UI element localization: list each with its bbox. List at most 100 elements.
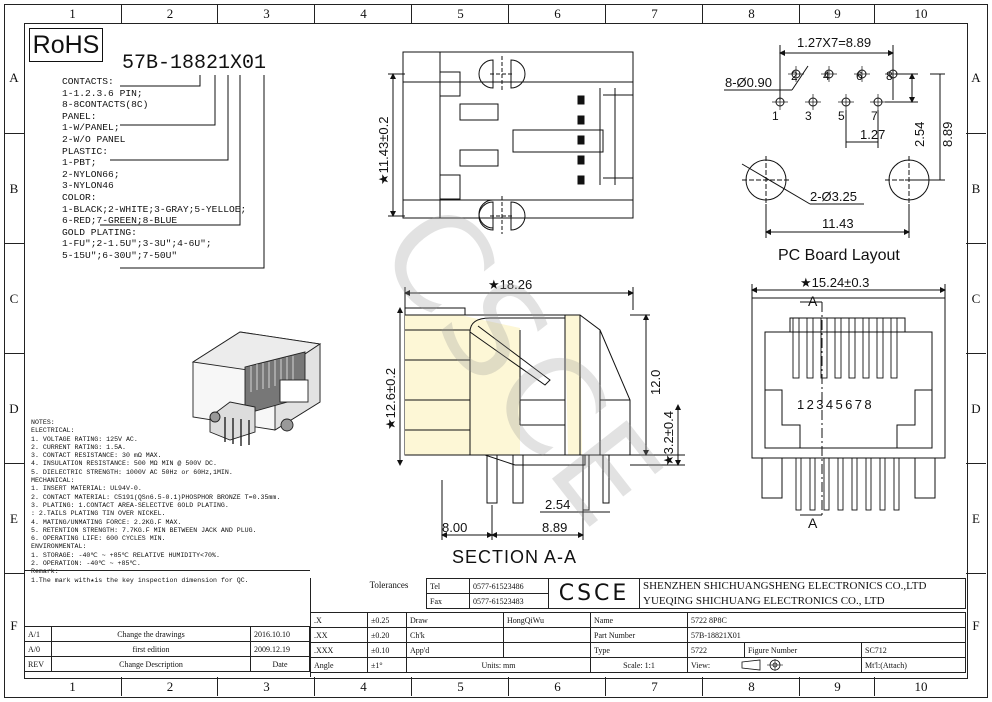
pcb-hole8-dim: 8-Ø0.90	[725, 75, 772, 90]
title-block: Tolerances	[24, 573, 966, 677]
pcb-layout-title: PC Board Layout	[778, 247, 900, 264]
zone-col: 2	[121, 4, 218, 23]
top-view-height-dim: ★11.43±0.2	[376, 117, 391, 185]
note-line: 5. DIELECTRIC STRENGTH: 1000V AC 50Hz or…	[31, 468, 233, 476]
view-label: View:	[691, 660, 711, 670]
top-view	[388, 51, 634, 234]
spec-line: 1-1.2.3.6 PIN;	[62, 87, 143, 99]
rev-id: A/1	[24, 626, 52, 642]
front-section-mark-bottom: A	[808, 515, 818, 531]
spec-line: 1-PBT;	[62, 157, 97, 169]
spec-line: PANEL:	[62, 110, 97, 122]
approved-label: App'd	[406, 642, 504, 658]
part-code-title: 57B-18821X01	[122, 52, 267, 75]
front-width-dim: ★15.24±0.3	[800, 275, 869, 290]
tol-xx: .XX	[310, 627, 368, 643]
fax-value: 0577-61523483	[469, 593, 549, 609]
ordering-code-spec: CONTACTS: 1-1.2.3.6 PIN; 8-8CONTACTS(8C)…	[62, 76, 246, 262]
title-block-lower: .X ±0.25 Draw HongQiWu Name 5722 8P8C .X…	[310, 612, 966, 673]
rev-header: REV	[24, 656, 52, 672]
note-line: 1. VOLTAGE RATING: 125V AC.	[31, 435, 138, 443]
section-800-dim: 8.00	[442, 520, 467, 535]
rev-header: Change Description	[51, 656, 251, 672]
zone-row: E	[4, 463, 24, 574]
zone-col: 10	[874, 677, 967, 696]
zone-row: F	[966, 573, 986, 678]
zone-col: 8	[702, 4, 800, 23]
section-view	[397, 287, 685, 540]
spec-line: 6-RED;7-GREEN;8-BLUE	[62, 215, 178, 227]
type-value: 5722	[687, 642, 745, 658]
pcb-889-dim: 8.89	[940, 122, 955, 147]
spec-line: 5-15U";6-30U";7-50U"	[62, 249, 178, 261]
projection-symbol-icon	[741, 659, 783, 671]
front-view	[751, 284, 946, 516]
spec-line: CONTACTS:	[62, 76, 114, 87]
note-line: 3. PLATING: 1.CONTACT AREA-SELECTIVE GOL…	[31, 501, 229, 509]
revision-table: A/1 Change the drawings 2016.10.10 A/0 f…	[24, 626, 310, 672]
spec-line: 2-NYLON66;	[62, 168, 120, 180]
note-line: MECHANICAL:	[31, 477, 75, 485]
tol-xxx-val: ±0.10	[367, 642, 407, 658]
name-value: 5722 8P8C	[687, 612, 966, 628]
note-line: 5. RETENTION STRENGTH: 7.7KG.F MIN BETWE…	[31, 526, 257, 534]
spec-line: 1-BLACK;2-WHITE;3-GRAY;5-YELLOE;	[62, 203, 247, 215]
figure-number-value: SC712	[861, 642, 966, 658]
section-254-dim: 2.54	[545, 497, 570, 512]
zone-rows-right: A B C D E F	[966, 23, 986, 677]
tolerances-label: Tolerances	[369, 580, 409, 590]
section-height-dim: ★12.6±0.2	[383, 368, 398, 430]
section-width-dim: ★18.26	[488, 277, 532, 292]
scale: Scale: 1:1	[590, 657, 688, 673]
zone-row: B	[966, 133, 986, 244]
spec-line: COLOR:	[62, 191, 97, 203]
pcb-hole2-dim: 2-Ø3.25	[810, 189, 857, 204]
inner-frame	[24, 23, 968, 679]
rev-id: A/0	[24, 641, 52, 657]
note-line: 4. MATING/UNMATING FORCE: 2.2KG.F MAX.	[31, 518, 182, 526]
pcb-layout	[724, 45, 945, 238]
zone-row: D	[4, 353, 24, 464]
note-line: 2. CURRENT RATING: 1.5A.	[31, 443, 126, 451]
rev-header: Date	[250, 656, 310, 672]
zone-row: E	[966, 463, 986, 574]
pcb-pitch-dim: 1.27X7=8.89	[797, 35, 871, 50]
zone-col: 7	[605, 4, 703, 23]
tol-angle: Angle	[310, 657, 368, 673]
zone-row: C	[966, 243, 986, 354]
zone-rows-left: A B C D E F	[4, 23, 24, 677]
rev-date: 2009.12.19	[250, 641, 310, 657]
pcb-pin-label: 6	[856, 69, 863, 83]
pcb-pin-label: 2	[791, 69, 798, 83]
company-logo: CSCE	[548, 578, 640, 609]
zone-col: 3	[217, 677, 315, 696]
zone-col: 2	[121, 677, 218, 696]
zone-col: 3	[217, 4, 315, 23]
rev-desc: Change the drawings	[51, 626, 251, 642]
notes-divider	[24, 570, 310, 571]
spec-line: 1-FU";2-1.5U";3-3U";4-6U";	[62, 238, 212, 250]
tol-x: .X	[310, 612, 368, 628]
section-32-dim: ★3.2±0.4	[661, 411, 676, 466]
zone-col: 7	[605, 677, 703, 696]
note-line: 1.The mark with★is the key inspection di…	[31, 576, 249, 584]
zone-col: 4	[314, 677, 412, 696]
zone-row: D	[966, 353, 986, 464]
tol-xx-val: ±0.20	[367, 627, 407, 643]
note-line: 6. OPERATING LIFE: 600 CYCLES MIN.	[31, 535, 166, 543]
rev-desc: first edition	[51, 641, 251, 657]
zone-col: 1	[69, 678, 76, 694]
drawing-frame	[4, 4, 988, 698]
technical-notes: NOTES: ELECTRICAL: 1. VOLTAGE RATING: 12…	[31, 419, 280, 585]
front-pin-numbers: 12345678	[797, 397, 874, 412]
note-line: 1. INSERT MATERIAL: UL94V-0.	[31, 485, 142, 493]
title-block-upper: Tel 0577-61523486 CSCE SHENZHEN SHICHUAN…	[310, 578, 966, 609]
zone-col: 4	[314, 4, 412, 23]
section-12-dim: 12.0	[648, 370, 663, 395]
material: Mt'l:(Attach)	[861, 657, 966, 673]
note-line: 1. STORAGE: -40℃ ~ +85℃ RELATIVE HUMIDIT…	[31, 551, 220, 559]
note-line: Remark:	[31, 568, 59, 576]
zone-columns-bottom: 1 2 3 4 5 6 7 8 9 10	[24, 677, 966, 696]
